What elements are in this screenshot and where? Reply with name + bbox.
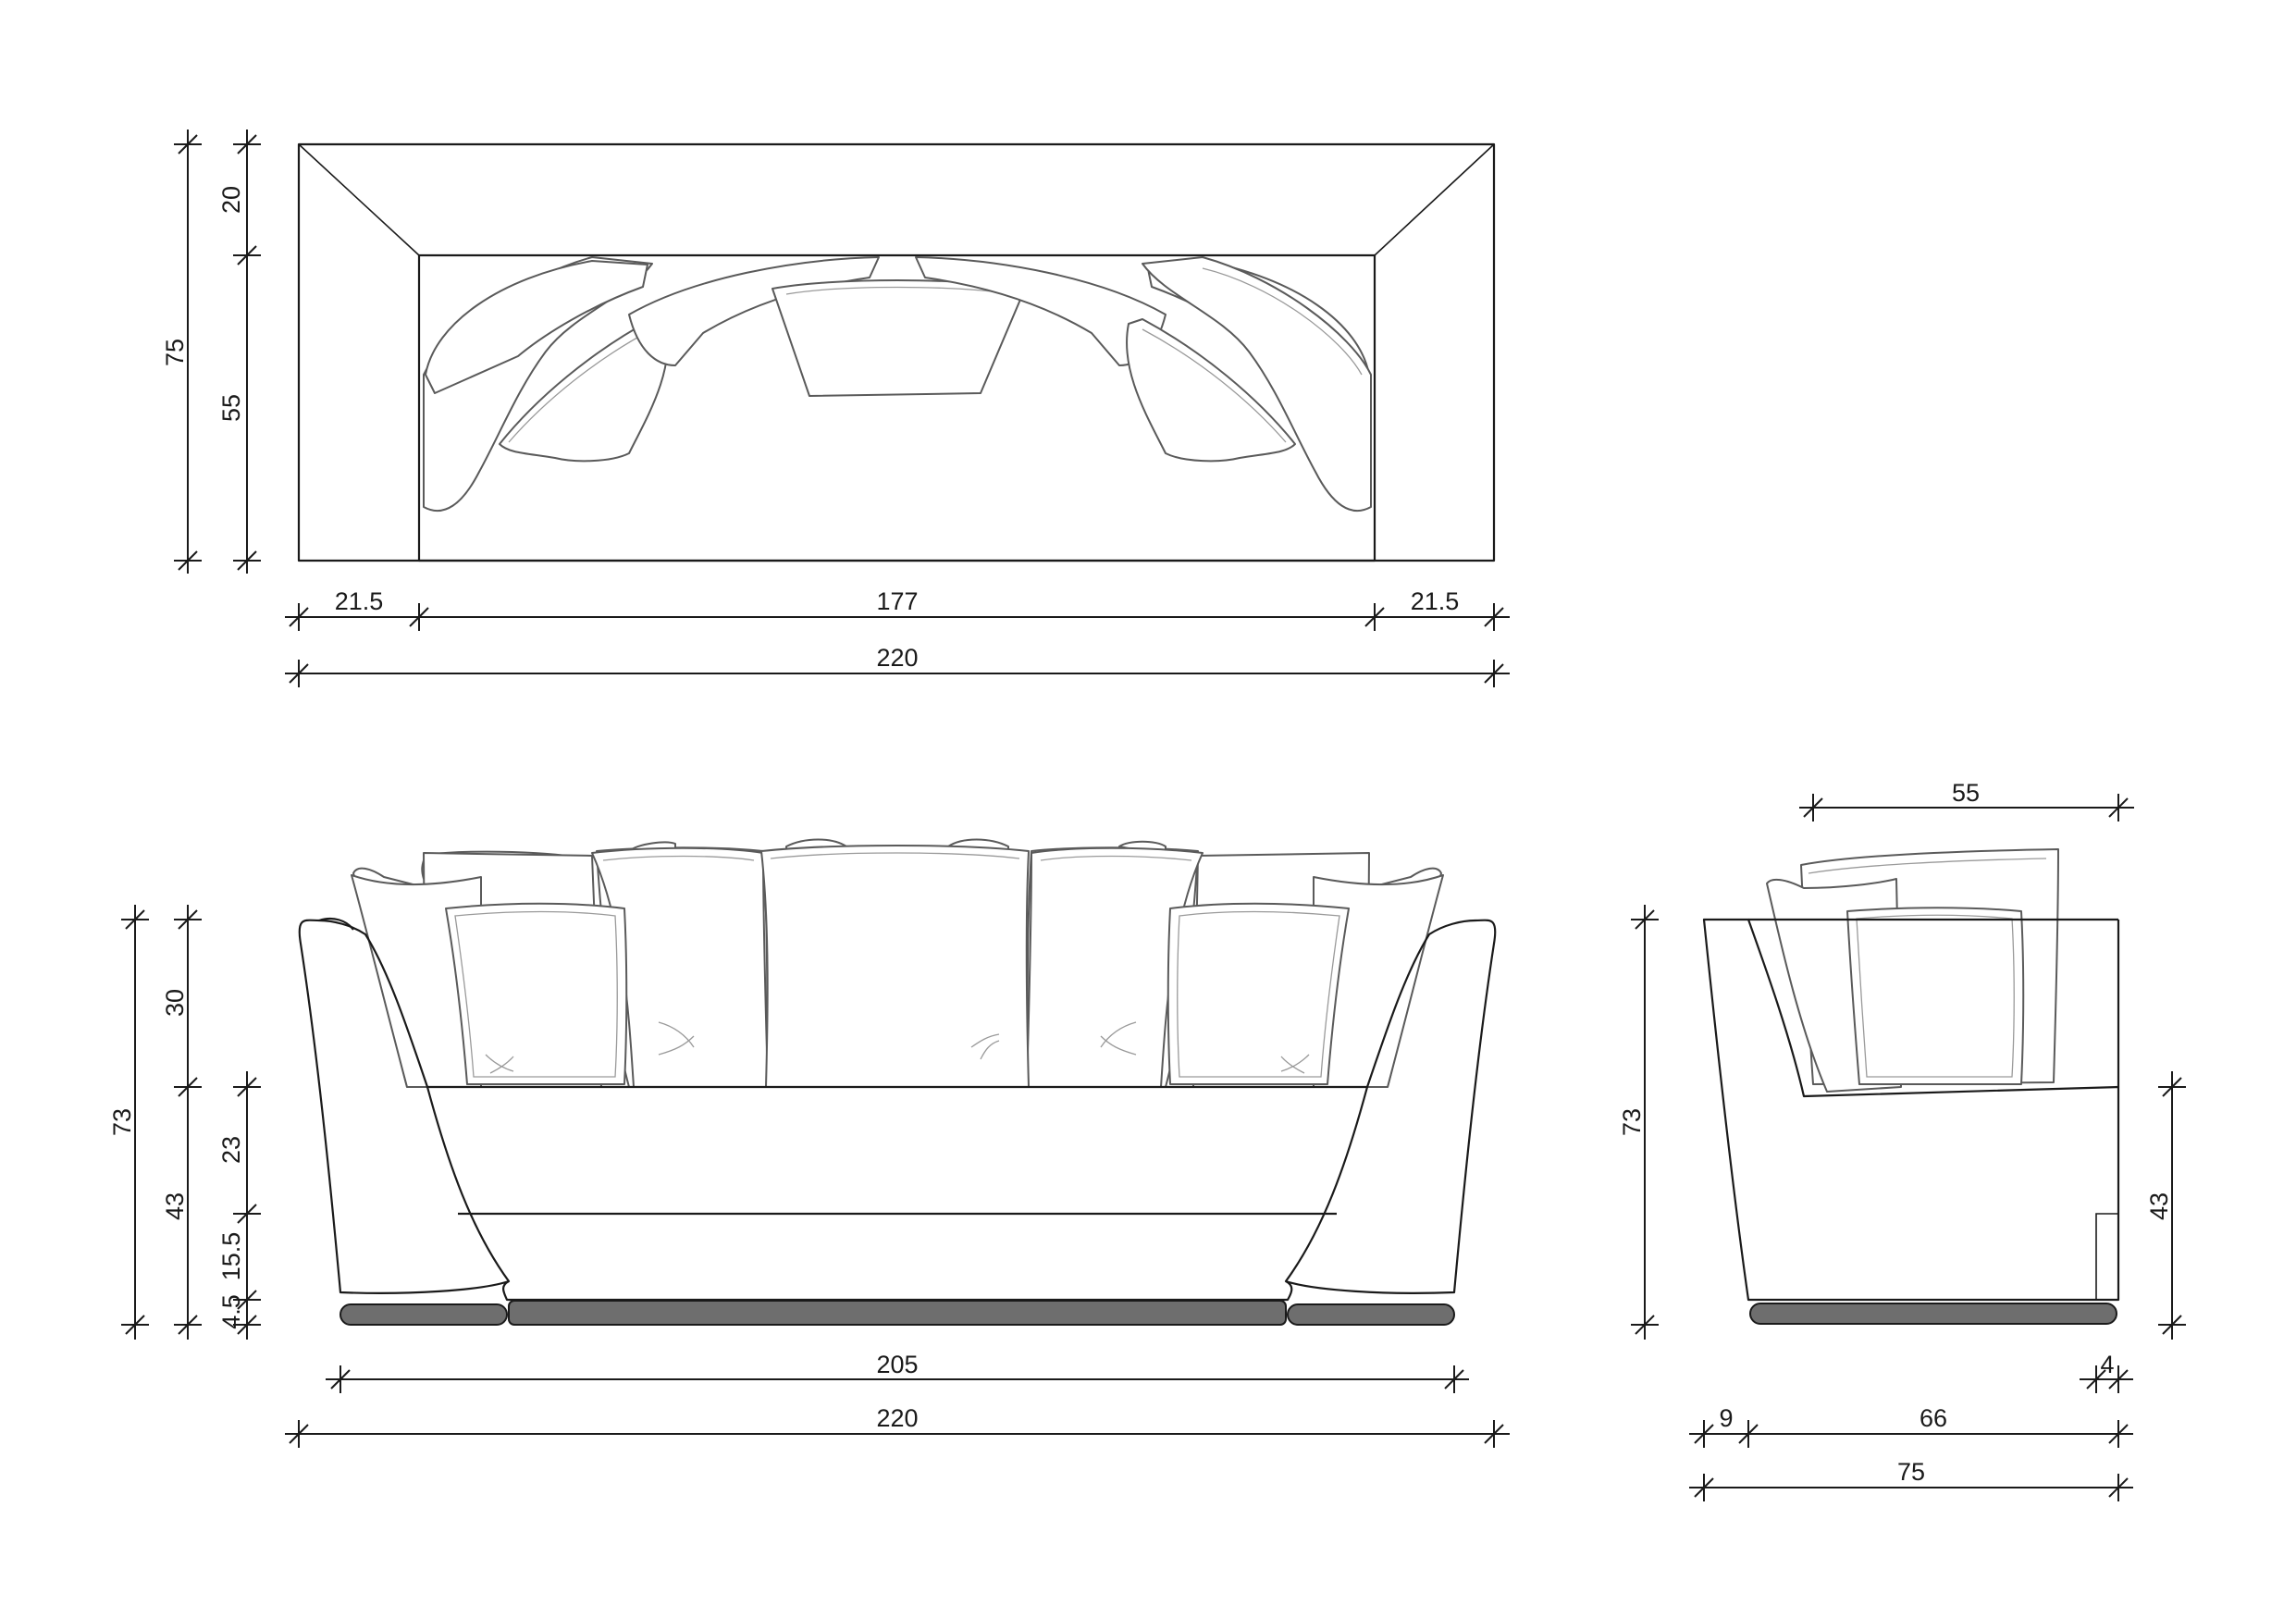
top-view-dimensions: 75 20 55 21.5 177 21.5 220: [161, 130, 1510, 687]
side-front-pillow: [1846, 907, 2025, 1085]
top-pillow-center: [772, 279, 1026, 397]
front-base-right: [1287, 1303, 1455, 1326]
dim-top-seat-width: 177: [876, 587, 918, 615]
front-arm-left: [298, 919, 511, 1294]
dim-side-total-height: 73: [1618, 1108, 1646, 1136]
dim-top-arm-left: 21.5: [335, 587, 384, 615]
front-base-center: [508, 1300, 1287, 1326]
dim-top-arm-right: 21.5: [1411, 587, 1460, 615]
front-base-left: [339, 1303, 508, 1326]
front-cushion-center: [760, 845, 1030, 1088]
top-pillow-right-front: [1126, 318, 1296, 463]
dim-side-seat-depth-top: 55: [1952, 779, 1980, 807]
dim-front-seat-height: 43: [161, 1192, 189, 1220]
front-view-dimensions: 73 30 43 23 15.5 4.5 205: [108, 905, 1510, 1448]
dim-top-total-depth: 75: [161, 339, 189, 366]
top-view-pillows: [423, 256, 1372, 513]
front-cushion-mid-left-fold: [658, 1021, 695, 1056]
dim-front-frame: 15.5: [217, 1232, 245, 1281]
front-pillow-small-right-fold: [1280, 1054, 1310, 1074]
dim-front-total-height: 73: [108, 1108, 136, 1136]
dim-side-seat-height: 43: [2145, 1192, 2173, 1220]
top-view-seat-area: [417, 253, 1376, 562]
side-view-dimensions: 55 73 43 4 9 66: [1618, 779, 2186, 1501]
front-arm-left-top: [318, 917, 354, 931]
dim-front-base: 4.5: [217, 1294, 245, 1329]
front-cushion-center-fold: [970, 1033, 1000, 1060]
dim-front-back-height: 30: [161, 989, 189, 1017]
top-pillow-left-front: [499, 318, 669, 463]
dim-front-total-width: 220: [876, 1404, 918, 1432]
side-view: [1702, 848, 2120, 1325]
side-base: [1749, 1303, 2117, 1325]
top-view-corner-left: [298, 143, 420, 256]
dim-front-seat-cushion: 23: [217, 1136, 245, 1164]
front-cushion-mid-right-fold: [1100, 1021, 1137, 1056]
front-arm-right: [1284, 919, 1497, 1294]
dim-side-seat-depth: 66: [1920, 1404, 1947, 1432]
top-pillow-left-upper: [425, 260, 648, 394]
front-view: [298, 838, 1497, 1326]
front-pillow-small-right: [1167, 902, 1350, 1085]
front-frame-bottom: [502, 1280, 1293, 1302]
top-pillow-right-back: [1142, 256, 1372, 513]
dim-top-seat-depth: 55: [217, 394, 245, 422]
side-leg-recess: [2095, 1213, 2118, 1300]
top-view: [297, 142, 1496, 562]
front-pillow-small-left: [445, 902, 628, 1085]
front-pillow-small-left-fold: [485, 1054, 514, 1074]
dim-front-base-width: 205: [876, 1351, 918, 1378]
dim-side-total-depth: 75: [1897, 1458, 1925, 1486]
dim-side-back-offset: 9: [1719, 1404, 1733, 1432]
side-frame: [1702, 918, 2120, 1302]
dim-top-back-depth: 20: [217, 186, 245, 214]
dim-side-leg-inset: 4: [2100, 1351, 2114, 1378]
top-view-corner-right: [1374, 143, 1495, 256]
dim-top-total-width: 220: [876, 644, 918, 672]
